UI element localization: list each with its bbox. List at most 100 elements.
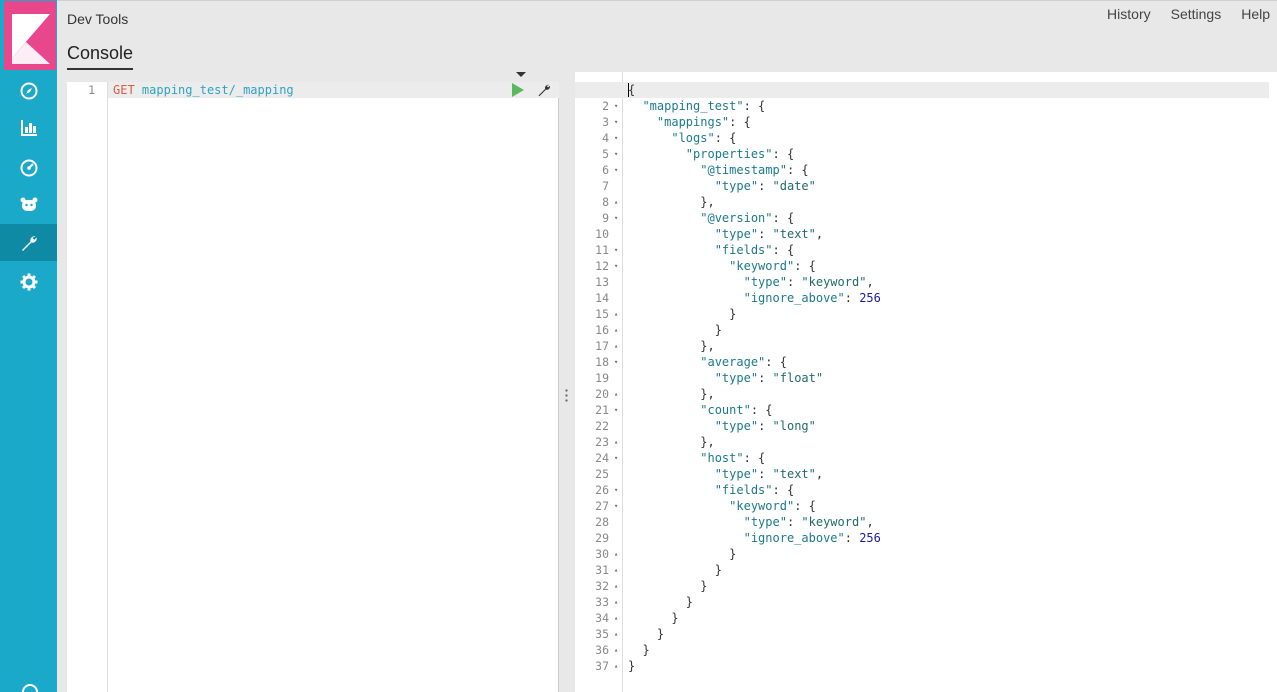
code-token [628, 483, 715, 497]
code-token: "float" [772, 371, 824, 385]
fold-expand-icon[interactable]: ▴ [614, 438, 619, 446]
fold-expand-icon[interactable]: ▴ [614, 550, 619, 558]
code-token: } [628, 611, 679, 625]
sidebar-item-dev-tools[interactable] [0, 224, 57, 261]
request-options-wrench-icon[interactable] [537, 83, 551, 97]
code-token: : { [772, 147, 795, 161]
code-line: "type": "date" [628, 178, 881, 194]
fold-expand-icon[interactable]: ▴ [614, 598, 619, 606]
code-token: : { [772, 211, 795, 225]
code-token: , [866, 515, 874, 529]
fold-collapse-icon[interactable]: ▾ [614, 166, 619, 174]
fold-expand-icon[interactable]: ▴ [614, 198, 619, 206]
bear-icon [20, 197, 37, 211]
history-link[interactable]: History [1107, 6, 1151, 22]
code-token: , [815, 467, 824, 481]
code-token: } [628, 563, 722, 577]
fold-expand-icon[interactable]: ▴ [614, 662, 619, 670]
response-viewer[interactable]: 1▾2▾3▾4▾5▾6▾78▴9▾1011▾12▾131415▴16▴17▴18… [575, 72, 1277, 692]
drag-handle-icon [565, 388, 568, 402]
line-number-text: 27 [595, 499, 609, 513]
code-token: "fields" [714, 483, 773, 497]
code-token: : { [772, 243, 795, 257]
fold-expand-icon[interactable]: ▴ [614, 566, 619, 574]
code-token: } [628, 547, 737, 561]
code-token [628, 163, 700, 177]
fold-collapse-icon[interactable]: ▾ [614, 118, 619, 126]
run-request-button[interactable] [511, 83, 525, 97]
fold-collapse-icon[interactable]: ▾ [614, 262, 619, 270]
code-token: : { [794, 259, 816, 273]
code-token [628, 403, 700, 417]
fold-collapse-icon[interactable]: ▾ [614, 150, 619, 158]
code-line: "host": { [628, 450, 881, 466]
fold-expand-icon[interactable]: ▴ [614, 342, 619, 350]
fold-collapse-icon[interactable]: ▾ [614, 406, 619, 414]
line-number-text: 14 [595, 291, 609, 305]
code-token: : { [750, 403, 773, 417]
fold-expand-icon[interactable]: ▴ [614, 582, 619, 590]
line-number: 13 [575, 274, 623, 290]
code-token: 256 [859, 291, 881, 305]
help-link[interactable]: Help [1241, 6, 1270, 22]
line-number: 7 [575, 178, 623, 194]
line-number: 12▾ [575, 258, 623, 274]
sidebar-item-discover[interactable] [0, 72, 57, 109]
code-line: "average": { [628, 354, 881, 370]
response-code: { "mapping_test": { "mappings": { "logs"… [628, 82, 881, 674]
header: Dev Tools Console History Settings Help [57, 0, 1277, 72]
line-number: 15▴ [575, 306, 623, 322]
line-number-text: 17 [595, 339, 609, 353]
fold-collapse-icon[interactable]: ▾ [614, 358, 619, 366]
fold-expand-icon[interactable]: ▴ [614, 326, 619, 334]
request-line[interactable]: GET mapping_test/_mapping [113, 82, 294, 98]
fold-expand-icon[interactable]: ▴ [614, 646, 619, 654]
sidebar-item-timelion[interactable] [0, 186, 57, 223]
line-number-text: 32 [595, 579, 609, 593]
fold-collapse-icon[interactable]: ▾ [614, 246, 619, 254]
code-token: : { [786, 163, 809, 177]
code-line: "type": "text", [628, 466, 881, 482]
code-token: } [628, 643, 650, 657]
kibana-logo[interactable] [4, 1, 56, 70]
top-nav: History Settings Help [1107, 6, 1277, 22]
pane-resizer[interactable] [559, 72, 575, 692]
fold-collapse-icon[interactable]: ▾ [614, 454, 619, 462]
code-line: } [628, 306, 881, 322]
fold-collapse-icon[interactable]: ▾ [614, 134, 619, 142]
fold-expand-icon[interactable]: ▴ [614, 614, 619, 622]
line-number: 5▾ [575, 146, 623, 162]
sidebar-item-visualize[interactable] [0, 109, 57, 146]
kibana-logo-icon [12, 14, 50, 64]
fold-collapse-icon[interactable]: ▾ [614, 486, 619, 494]
line-number-text: 21 [595, 403, 609, 417]
tab-console[interactable]: Console [67, 43, 134, 70]
code-token: : { [765, 355, 787, 369]
request-editor[interactable]: 1 GET mapping_test/_mapping [67, 82, 559, 692]
collapse-icon[interactable] [22, 684, 38, 692]
code-token [628, 99, 642, 113]
settings-link[interactable]: Settings [1170, 6, 1222, 22]
fold-expand-icon[interactable]: ▴ [614, 390, 619, 398]
fold-collapse-icon[interactable]: ▾ [614, 214, 619, 222]
code-line: "type": "keyword", [628, 274, 881, 290]
code-token [628, 355, 700, 369]
bar-chart-icon [20, 119, 37, 136]
code-line: } [628, 578, 881, 594]
code-token: }, [628, 387, 715, 401]
code-line: } [628, 658, 881, 674]
code-token [628, 371, 715, 385]
line-number-text: 2 [602, 99, 609, 113]
fold-collapse-icon[interactable]: ▾ [614, 502, 619, 510]
sidebar-item-management[interactable] [0, 263, 57, 300]
fold-collapse-icon[interactable]: ▾ [614, 102, 619, 110]
code-token: } [628, 659, 636, 673]
fold-expand-icon[interactable]: ▴ [614, 310, 619, 318]
sidebar-item-dashboard[interactable] [0, 149, 57, 186]
code-line: }, [628, 434, 881, 450]
fold-expand-icon[interactable]: ▴ [614, 630, 619, 638]
code-token [628, 291, 744, 305]
app-title: Dev Tools [67, 11, 129, 27]
code-token: : [758, 371, 773, 385]
code-token: } [628, 307, 737, 321]
